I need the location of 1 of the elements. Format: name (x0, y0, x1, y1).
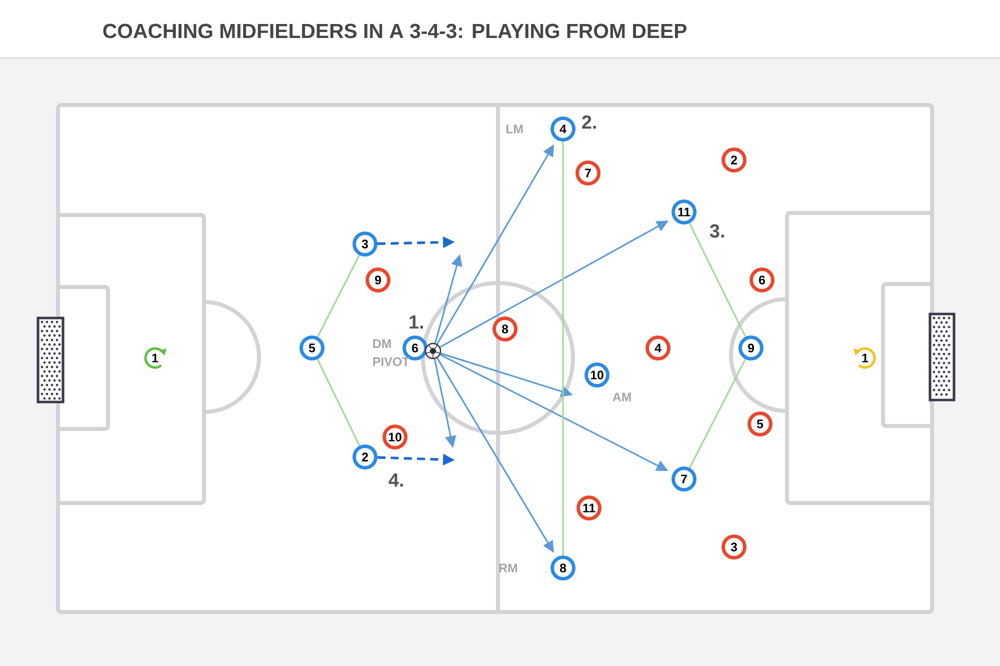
title: COACHING MIDFIELDERS IN A 3-4-3: PLAYING FROM DEEP (103, 24, 687, 38)
